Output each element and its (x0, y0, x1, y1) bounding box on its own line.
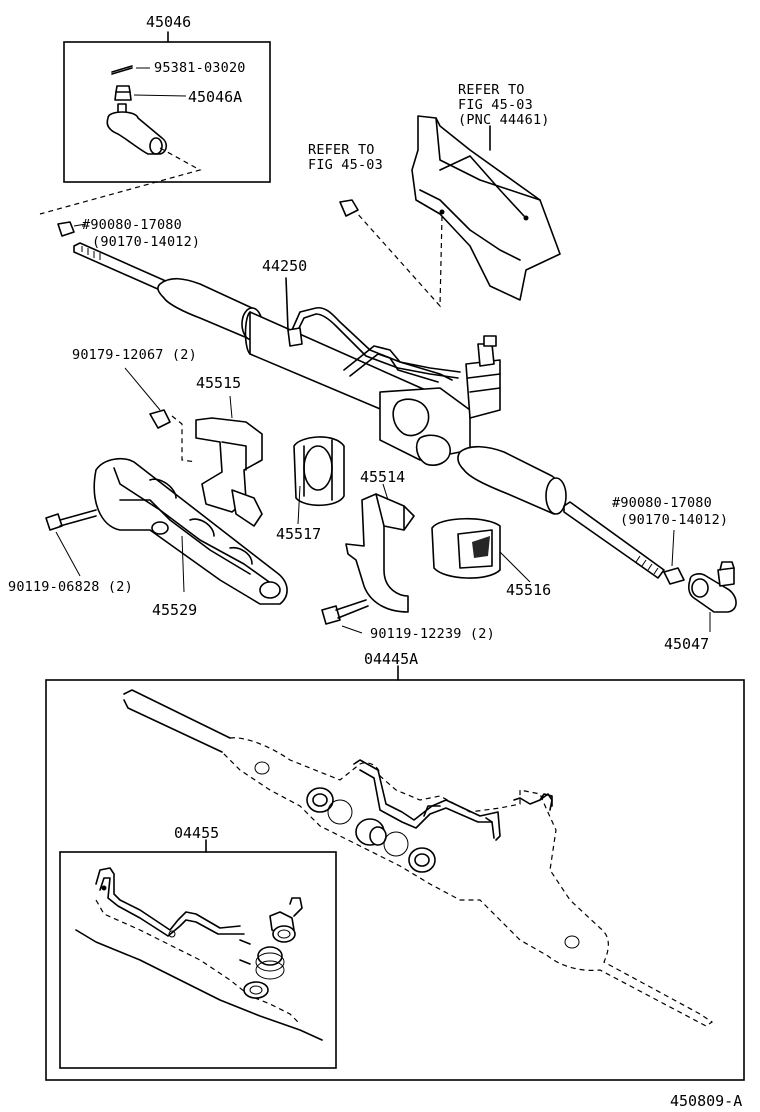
nut-90179-12067 (124, 367, 197, 463)
label-refer-right-1: REFER TO (458, 82, 525, 98)
bracket-45514 (345, 483, 415, 613)
part-labels: 45046 95381-03020 45046A REFER TO FIG 45… (8, 13, 742, 1110)
figure-code: 450809-A (670, 1092, 742, 1110)
bracket-45515 (195, 395, 263, 527)
label-95381-03020: 95381-03020 (154, 60, 246, 76)
label-45046: 45046 (146, 13, 191, 31)
bolt-90119-12239 (321, 599, 369, 634)
label-90119-12239: 90119-12239 (2) (370, 626, 495, 642)
label-refer-left-2: FIG 45-03 (308, 157, 383, 173)
label-45515: 45515 (196, 374, 241, 392)
grommet-45517 (293, 436, 345, 525)
label-nut-left-2: (90170-14012) (92, 234, 200, 250)
label-45046A: 45046A (188, 88, 242, 106)
label-45529: 45529 (152, 601, 197, 619)
label-44250: 44250 (262, 257, 307, 275)
label-45517: 45517 (276, 525, 321, 543)
seal-kit-04455 (59, 839, 337, 1069)
label-nut-right-1: #90080-17080 (612, 495, 712, 511)
heat-shield-reference (339, 115, 561, 308)
grommet-45516 (431, 517, 531, 583)
steering-rack-44250 (73, 242, 665, 579)
label-refer-right-3: (PNC 44461) (458, 112, 550, 128)
label-nut-left-1: #90080-17080 (82, 217, 182, 233)
label-90179-12067: 90179-12067 (2) (72, 347, 197, 363)
label-90119-06828: 90119-06828 (2) (8, 579, 133, 595)
bolt-90119-06828 (45, 509, 97, 577)
tie-rod-end-kit-45046 (39, 31, 271, 215)
cover-45529 (93, 457, 288, 605)
left-lock-nut (57, 221, 87, 237)
label-45514: 45514 (360, 468, 405, 486)
label-refer-right-2: FIG 45-03 (458, 97, 533, 113)
tie-rod-end-45047 (663, 529, 737, 632)
label-45047: 45047 (664, 635, 709, 653)
repair-kit-04445A (45, 665, 745, 1081)
label-04445A: 04445A (364, 650, 418, 668)
label-45516: 45516 (506, 581, 551, 599)
label-refer-left-1: REFER TO (308, 142, 375, 158)
label-04455: 04455 (174, 824, 219, 842)
label-nut-right-2: (90170-14012) (620, 512, 728, 528)
